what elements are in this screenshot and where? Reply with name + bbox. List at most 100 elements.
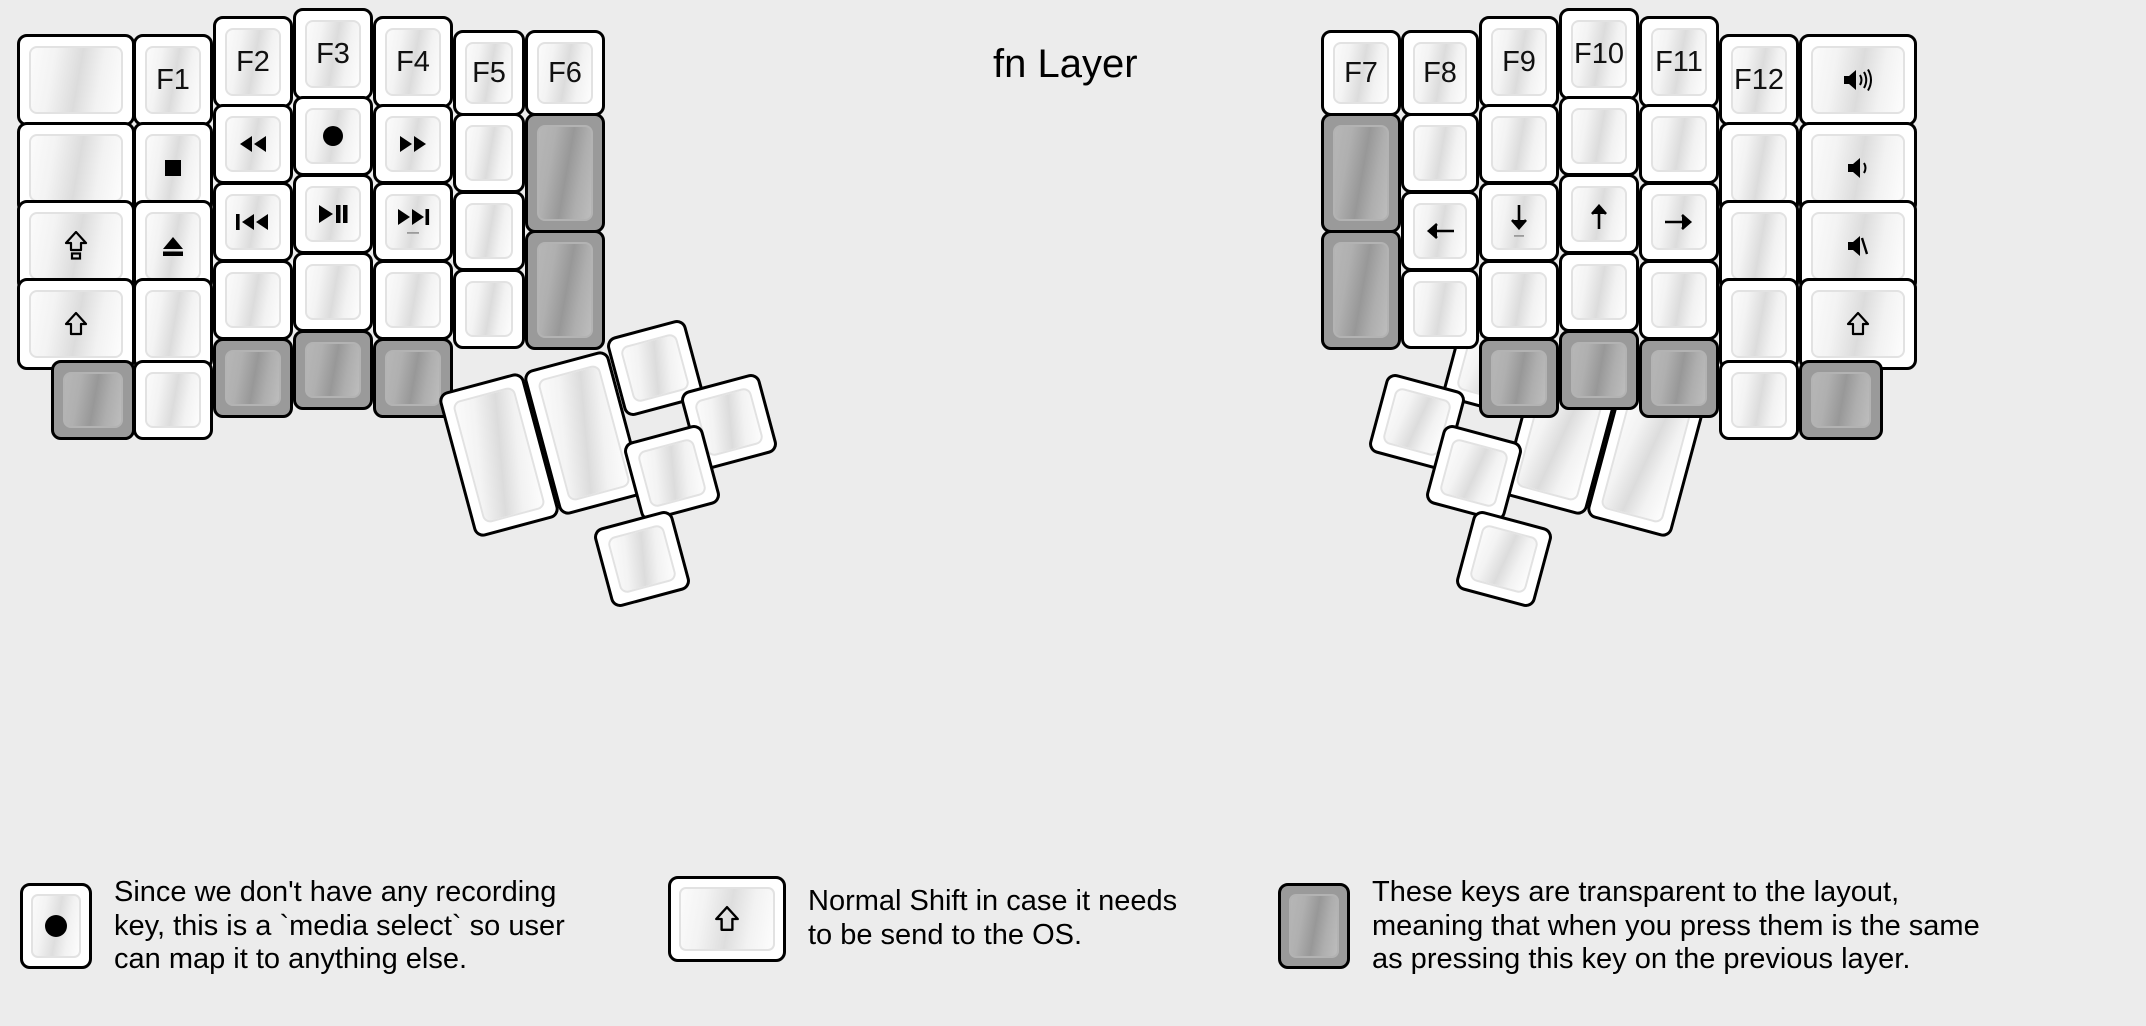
key-right-c6-r2[interactable] [1719, 122, 1799, 214]
key-left-c3-r4[interactable] [213, 260, 293, 340]
key-left-c5-r2-fast-forward[interactable] [373, 104, 453, 184]
key-left-c1-r5-transparent[interactable] [51, 360, 135, 440]
key-left-c3-r5-transparent[interactable] [213, 338, 293, 418]
volume-mute-icon [1848, 236, 1869, 256]
keycap-face [145, 290, 201, 358]
key-left-c1-r4-shift[interactable] [17, 278, 135, 370]
key-left-c4-r3-play-pause[interactable] [293, 174, 373, 254]
key-left-c4-r4[interactable] [293, 252, 373, 332]
keycap-face [385, 116, 441, 172]
key-right-c4-r5-transparent[interactable] [1559, 330, 1639, 410]
key-left-c2-r1-f1[interactable]: F1 [133, 34, 213, 126]
keycap-face [465, 203, 513, 259]
key-right-thumb-small-4[interactable] [1453, 508, 1555, 610]
key-right-c3-r1-f9[interactable]: F9 [1479, 16, 1559, 108]
key-right-c4-r3-arrow-up[interactable] [1559, 174, 1639, 254]
keycap-face [1811, 46, 1905, 114]
keycap-face [225, 272, 281, 328]
keycap-face [465, 125, 513, 181]
key-right-c7-r5-transparent[interactable] [1799, 360, 1883, 440]
key-left-thumb-small-4[interactable] [591, 508, 693, 610]
key-left-c7-r1-f6[interactable]: F6 [525, 30, 605, 116]
keycap-face [385, 272, 441, 328]
key-left-c5-r3-next-track[interactable] [373, 182, 453, 262]
keycap-face [1731, 134, 1787, 202]
key-left-c4-r2-record[interactable] [293, 96, 373, 176]
key-right-c2-r3-arrow-left[interactable] [1401, 191, 1479, 271]
keycap-face [145, 372, 201, 428]
shift-arrow-icon [64, 311, 88, 336]
keycap-face [305, 108, 361, 164]
key-left-c5-r5-transparent[interactable] [373, 338, 453, 418]
key-right-c7-r2-volume-down[interactable] [1799, 122, 1917, 214]
keycap-face [1811, 212, 1905, 280]
key-left-c6-r1-f5[interactable]: F5 [453, 30, 525, 116]
keycap-face [1491, 350, 1547, 406]
keycap-face [145, 212, 201, 280]
key-left-c4-r1-f3[interactable]: F3 [293, 8, 373, 100]
key-right-c4-r1-f10[interactable]: F10 [1559, 8, 1639, 100]
keycap-face [1413, 203, 1467, 259]
key-left-c2-r5[interactable] [133, 360, 213, 440]
key-right-c7-r3-volume-mute[interactable] [1799, 200, 1917, 292]
keycap-face [636, 437, 708, 509]
keycap-face [1811, 372, 1871, 428]
key-left-c7-r2-transparent-tall[interactable] [525, 113, 605, 233]
keycap-face: F4 [385, 28, 441, 96]
key-right-c5-r3-arrow-right[interactable] [1639, 182, 1719, 262]
keycap-face [29, 46, 123, 114]
key-left-c6-r3[interactable] [453, 191, 525, 271]
legend-key-record [20, 883, 92, 970]
legend-key-shift [668, 876, 786, 962]
key-right-c3-r5-transparent[interactable] [1479, 338, 1559, 418]
key-right-c7-r1-volume-up[interactable] [1799, 34, 1917, 126]
key-left-c2-r2-stop[interactable] [133, 122, 213, 214]
key-right-c6-r5[interactable] [1719, 360, 1799, 440]
key-right-c1-r2-transparent-tall[interactable] [1321, 113, 1401, 233]
key-left-c6-r4[interactable] [453, 269, 525, 349]
key-right-c6-r1-f12[interactable]: F12 [1719, 34, 1799, 126]
key-right-c2-r1-f8[interactable]: F8 [1401, 30, 1479, 116]
key-right-c3-r4[interactable] [1479, 260, 1559, 340]
key-left-c5-r1-f4[interactable]: F4 [373, 16, 453, 108]
keycap-face [29, 134, 123, 202]
key-right-c5-r4[interactable] [1639, 260, 1719, 340]
key-left-c3-r1-f2[interactable]: F2 [213, 16, 293, 108]
keycap-face [1468, 523, 1540, 595]
keycap-face [1731, 290, 1787, 358]
key-right-c1-r1-f7[interactable]: F7 [1321, 30, 1401, 116]
key-right-c6-r3[interactable] [1719, 200, 1799, 292]
key-right-c5-r2[interactable] [1639, 104, 1719, 184]
key-right-c1-r3-transparent-tall[interactable] [1321, 230, 1401, 350]
key-left-c4-r5-transparent[interactable] [293, 330, 373, 410]
keycap-face [1491, 272, 1547, 328]
key-left-c3-r2-rewind[interactable] [213, 104, 293, 184]
keycap-face: F7 [1333, 42, 1389, 104]
key-right-c3-r2[interactable] [1479, 104, 1559, 184]
legend-item-record: Since we don't have any recording key, t… [20, 876, 565, 977]
keycap-face [225, 194, 281, 250]
key-left-c3-r3-prev-track[interactable] [213, 182, 293, 262]
media-stop-icon [165, 160, 181, 176]
key-right-c3-r3-arrow-down[interactable] [1479, 182, 1559, 262]
key-left-c7-r3-transparent-tall[interactable] [525, 230, 605, 350]
keycap-face [31, 894, 81, 959]
key-right-c4-r2[interactable] [1559, 96, 1639, 176]
key-right-c5-r5-transparent[interactable] [1639, 338, 1719, 418]
key-right-c4-r4[interactable] [1559, 252, 1639, 332]
key-left-c5-r4[interactable] [373, 260, 453, 340]
keycap-face [1571, 264, 1627, 320]
key-left-c1-r3-capslock[interactable] [17, 200, 135, 292]
key-right-c2-r4[interactable] [1401, 269, 1479, 349]
keycap-face [305, 264, 361, 320]
page-title: fn Layer [993, 42, 1138, 86]
key-right-c6-r4[interactable] [1719, 278, 1799, 370]
keycap-face [1438, 437, 1510, 509]
keycap-face [1413, 281, 1467, 337]
key-right-c2-r2[interactable] [1401, 113, 1479, 193]
key-left-c6-r2[interactable] [453, 113, 525, 193]
key-left-c2-r4[interactable] [133, 278, 213, 370]
key-right-c7-r4-shift[interactable] [1799, 278, 1917, 370]
key-right-c5-r1-f11[interactable]: F11 [1639, 16, 1719, 108]
key-left-c1-r1[interactable] [17, 34, 135, 126]
